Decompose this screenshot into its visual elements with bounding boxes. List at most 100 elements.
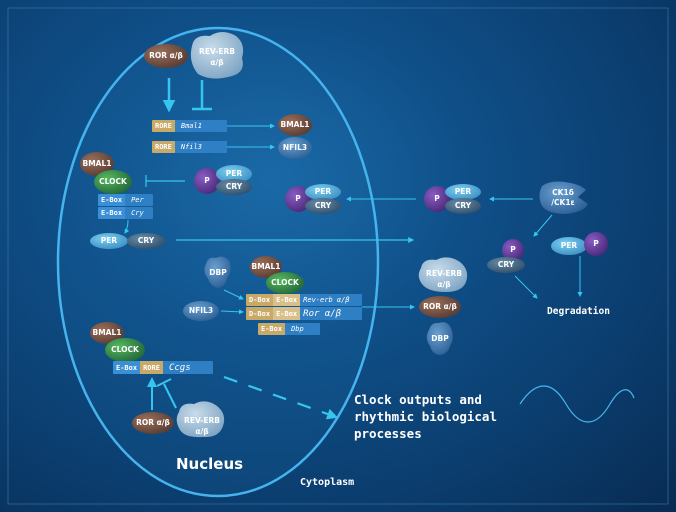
bmal1-label: BMAL1 [92,328,122,337]
cell-frame [7,7,669,505]
reverb-blob [176,401,225,438]
bmal1-blob [278,114,312,136]
clock-blob [94,170,132,194]
clock-label: CLOCK [271,278,299,287]
gene-label: Dbp [285,323,320,335]
ror-label: ROR α/β [149,51,183,60]
gene-label: Rev-erb α/β [300,294,362,306]
phospho-label: P [204,176,210,185]
ebox-label: E-Box [113,361,141,374]
rhythm-wave [519,385,635,423]
arrow-to-degradation [533,214,553,237]
dbox-label: D-Box [246,294,274,306]
per-blob [551,237,587,255]
per-blob [305,184,341,200]
output-dashed-arrow [223,375,339,420]
phospho-blob [285,186,311,212]
cry-label: CRY [137,236,155,245]
cry-blob [127,233,165,249]
ebox-label: E-Box [98,194,126,206]
ror-blob [144,44,188,68]
per-label: PER [454,187,472,196]
rore-label: RORE [140,361,163,374]
phospho-label: P [434,194,440,203]
cry-label: CRY [225,182,243,191]
gene-label: Nfil3 [174,141,227,153]
ebox-label: E-Box [273,307,301,320]
cry-blob [445,198,481,214]
cytoplasm-label: Cytoplasm [300,477,355,488]
outputs-text-line1: Clock outputs and [354,392,482,407]
ebox-label: E-Box [258,323,286,335]
dbp-blob [204,256,231,288]
ebox-label: E-Box [98,207,126,219]
gene-label: Cry [125,207,153,219]
dbox-reverb-element: D-Box E-Box Rev-erb α/β [246,294,362,306]
bmal1-blob [80,152,114,176]
nfil3-blob [183,301,219,321]
bmal1-blob [250,256,282,278]
ebox-dbp-element: E-Box Dbp [258,323,320,335]
phospho-blob [194,168,220,194]
arrow-to-degradation [514,275,538,299]
gene-label: Ccgs [162,361,213,374]
reverb-blob [190,32,244,79]
ror-blob [419,296,461,318]
phospho-blob [584,232,608,256]
bmal1-label: BMAL1 [82,159,112,168]
ror-label: ROR α/β [136,418,170,427]
per-blob [216,165,252,183]
bmal1-label: BMAL1 [280,120,310,129]
gene-label: Bmal1 [174,120,227,132]
rore-label: RORE [152,120,175,132]
cry-label: CRY [314,201,332,210]
reverb-blob [418,257,468,292]
ror-blob [132,412,174,434]
ebox-per-element: E-Box Per [98,194,153,206]
clock-blob [266,272,304,294]
repression-line [163,383,177,409]
phospho-label: P [510,245,516,254]
reverb-label: REV-ERB α/β [199,47,235,67]
dbp-blob [426,322,453,355]
clock-label: CLOCK [99,177,127,186]
per-label: PER [560,241,578,250]
degradation-label: Degradation [547,306,610,317]
dbox-ror-element: D-Box E-Box Ror α/β [246,307,362,320]
gene-label: Per [125,194,153,206]
arrow-to-dbox [220,309,244,315]
phospho-blob [424,186,450,212]
phospho-blob [502,239,524,261]
dbp-label: DBP [209,268,227,277]
arrow-down [124,219,130,234]
arrow-to-dbox [223,289,244,300]
kinase-label: CK1δ /CK1ε [551,188,575,207]
clock-blob [105,338,145,362]
rore-label: RORE [152,141,175,153]
per-blob [445,184,481,200]
clock-label: CLOCK [111,345,139,354]
rore-nfil3-element: RORE Nfil3 [152,141,227,153]
bmal1-label: BMAL1 [251,262,281,271]
dbp-label: DBP [431,334,449,343]
ebox-label: E-Box [273,294,301,306]
cry-blob [305,198,341,214]
outputs-text-line3: processes [354,426,422,441]
nfil3-label: NFIL3 [282,143,308,152]
per-blob [90,233,128,249]
reverb-label: REV-ERB α/β [426,269,462,289]
nucleus-label: Nucleus [176,455,244,473]
rore-bmal1-element: RORE Bmal1 [152,120,227,132]
cry-blob [216,179,252,195]
gene-label: Ror α/β [300,307,362,320]
per-label: PER [314,187,332,196]
ebox-rore-ccgs-element: E-Box RORE Ccgs [113,361,213,374]
ebox-cry-element: E-Box Cry [98,207,153,219]
kinase-blob [539,181,588,214]
outputs-text-line2: rhythmic biological [354,409,497,424]
phospho-label: P [593,239,599,248]
cry-label: CRY [497,260,515,269]
cry-blob [487,257,525,273]
